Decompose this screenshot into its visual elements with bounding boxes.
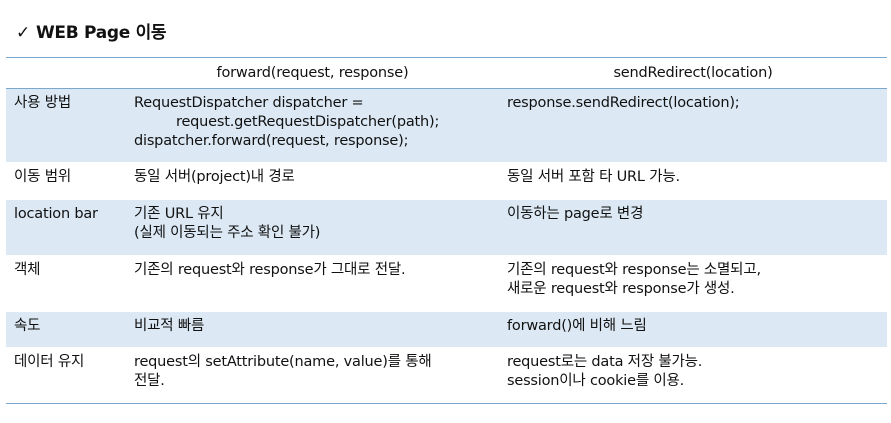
redirect-cell: forward()에 비해 느림	[499, 311, 887, 348]
cell-line: 기존 URL 유지	[134, 206, 224, 222]
redirect-cell: response.sendRedirect(location);	[499, 88, 887, 163]
cell-line: 동일 서버(project)내 경로	[134, 169, 295, 185]
comparison-table: forward(request, response) sendRedirect(…	[6, 57, 887, 404]
cell-line: request.getRequestDispatcher(path);	[176, 114, 440, 130]
row-label: 이동 범위	[6, 162, 126, 200]
forward-cell: 기존 URL 유지 (실제 이동되는 주소 확인 불가)	[126, 199, 499, 256]
redirect-cell: 이동하는 page로 변경	[499, 199, 887, 256]
table-row-location-bar: location bar 기존 URL 유지 (실제 이동되는 주소 확인 불가…	[6, 199, 887, 256]
cell-line: dispatcher.forward(request, response);	[134, 133, 409, 149]
cell-line: 동일 서버 포함 타 URL 가능.	[507, 169, 680, 185]
cell-line: 비교적 빠름	[134, 318, 205, 334]
table-row-usage: 사용 방법 RequestDispatcher dispatcher = req…	[6, 88, 887, 163]
table-row-object: 객체 기존의 request와 response가 그대로 전달. 기존의 re…	[6, 255, 887, 312]
row-label: 데이터 유지	[6, 347, 126, 404]
redirect-cell: 기존의 request와 response는 소멸되고, 새로운 request…	[499, 255, 887, 312]
forward-cell: 동일 서버(project)내 경로	[126, 162, 499, 200]
forward-cell: RequestDispatcher dispatcher = request.g…	[126, 88, 499, 163]
cell-line: 새로운 request와 response가 생성.	[507, 281, 735, 297]
cell-line: RequestDispatcher dispatcher =	[134, 95, 364, 111]
cell-line: session이나 cookie를 이용.	[507, 373, 685, 389]
cell-line: (실제 이동되는 주소 확인 불가)	[134, 225, 321, 241]
cell-line: request의 setAttribute(name, value)를 통해	[134, 354, 432, 370]
row-label: 속도	[6, 311, 126, 348]
row-label: location bar	[6, 199, 126, 256]
cell-line: 이동하는 page로 변경	[507, 206, 644, 222]
table-row-data-retention: 데이터 유지 request의 setAttribute(name, value…	[6, 347, 887, 404]
check-icon: ✓	[16, 23, 30, 43]
table-row-scope: 이동 범위 동일 서버(project)내 경로 동일 서버 포함 타 URL …	[6, 162, 887, 200]
forward-cell: 기존의 request와 response가 그대로 전달.	[126, 255, 499, 312]
cell-line: 기존의 request와 response가 그대로 전달.	[134, 262, 406, 278]
cell-line: forward()에 비해 느림	[507, 318, 647, 334]
cell-line: 기존의 request와 response는 소멸되고,	[507, 262, 761, 278]
header-forward: forward(request, response)	[126, 57, 499, 89]
redirect-cell: request로는 data 저장 불가능. session이나 cookie를…	[499, 347, 887, 404]
row-label: 객체	[6, 255, 126, 312]
header-sendredirect: sendRedirect(location)	[499, 57, 887, 89]
forward-cell: 비교적 빠름	[126, 311, 499, 348]
page-title: ✓WEB Page 이동	[16, 18, 167, 43]
header-empty	[6, 57, 126, 89]
cell-line: response.sendRedirect(location);	[507, 95, 740, 111]
cell-line: 전달.	[134, 373, 165, 389]
table-header: forward(request, response) sendRedirect(…	[6, 57, 887, 89]
cell-line: request로는 data 저장 불가능.	[507, 354, 703, 370]
forward-cell: request의 setAttribute(name, value)를 통해 전…	[126, 347, 499, 404]
redirect-cell: 동일 서버 포함 타 URL 가능.	[499, 162, 887, 200]
page-title-text: WEB Page 이동	[35, 23, 167, 43]
row-label: 사용 방법	[6, 88, 126, 163]
table-row-speed: 속도 비교적 빠름 forward()에 비해 느림	[6, 311, 887, 348]
